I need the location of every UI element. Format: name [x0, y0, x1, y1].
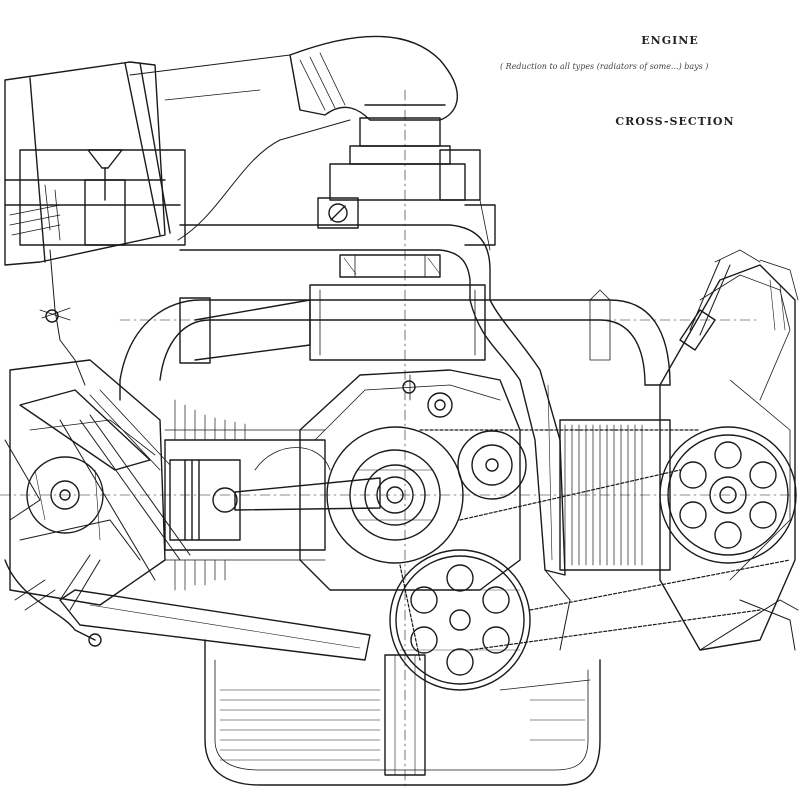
- lower-pulley: [390, 550, 530, 690]
- crankshaft-hub: [327, 427, 463, 563]
- center-axes: [0, 90, 800, 790]
- timing-chain: [400, 430, 790, 660]
- crankcase: [300, 370, 520, 590]
- drawing-title: ENGINE: [641, 34, 699, 47]
- carburetor: [318, 118, 495, 250]
- inlet-manifold: [180, 225, 565, 575]
- right-cooling-fins: [565, 425, 642, 565]
- idler-pulley: [458, 431, 526, 499]
- right-cylinder: [560, 420, 670, 570]
- pushrod-tube: [60, 590, 370, 660]
- section-label: CROSS-SECTION: [615, 115, 735, 128]
- right-linkage: [545, 570, 798, 650]
- oil-level-lines: [220, 690, 585, 760]
- left-cooling-fins: [175, 400, 245, 590]
- oil-sump: [205, 640, 600, 785]
- air-cleaner: [5, 55, 300, 265]
- right-cylinder-head: [660, 250, 798, 650]
- manifold-body: [120, 285, 670, 400]
- intake-elbow: [178, 37, 457, 240]
- left-pushrods: [20, 415, 190, 610]
- left-cylinder: [165, 400, 325, 590]
- piston: [170, 460, 240, 540]
- drawing-subtitle: ( Reduction to all types (radiators of s…: [500, 62, 709, 71]
- connecting-rod: [235, 448, 380, 511]
- right-pulley: [660, 427, 796, 563]
